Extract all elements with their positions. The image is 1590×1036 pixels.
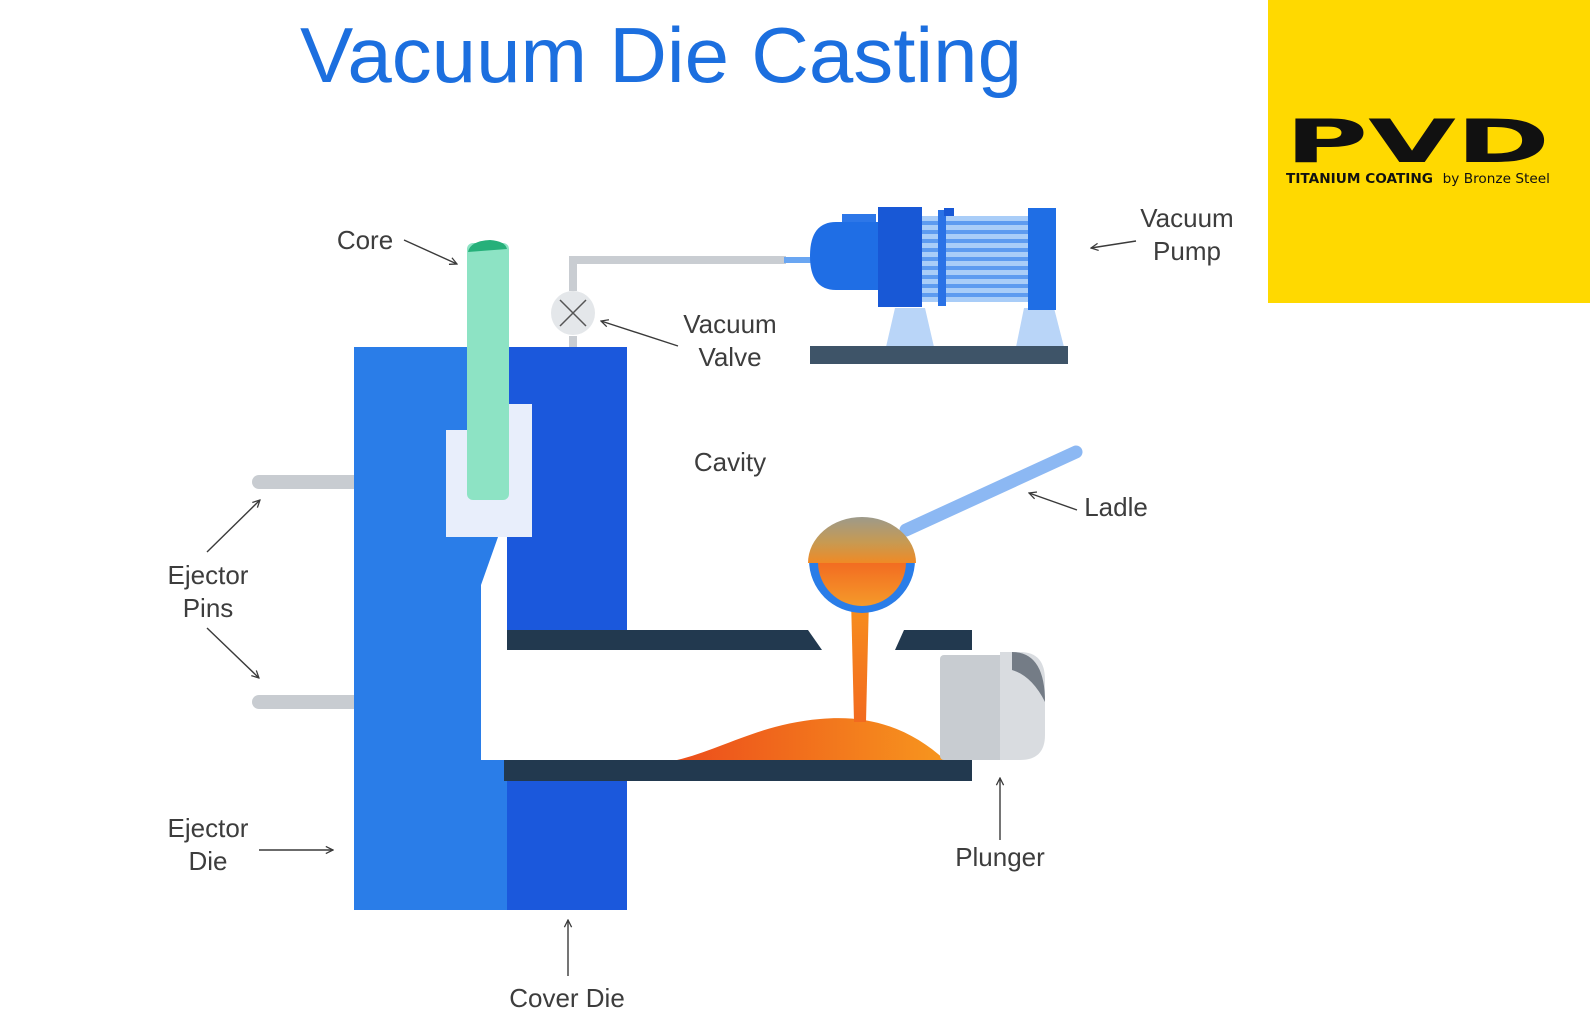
core-label: Core <box>337 225 393 255</box>
pump-foot-right <box>1016 308 1064 347</box>
vacuum-pipe-upper <box>569 256 786 291</box>
cover-die-label: Cover Die <box>509 983 625 1013</box>
core-arrow <box>403 239 457 264</box>
ladle-arrow <box>1029 493 1078 511</box>
vacuum-valve-label-line2: Valve <box>698 342 761 372</box>
ejector-pins-arrow-upper <box>206 500 260 553</box>
vacuum-pump-label-line1: Vacuum <box>1140 203 1233 233</box>
ejector-die-label-line1: Ejector <box>168 813 249 843</box>
pump-foot-left <box>886 308 934 347</box>
pump-motor <box>810 222 880 290</box>
ejector-pins-label-line1: Ejector <box>168 560 249 590</box>
logo-tagline: TITANIUM COATING by Bronze Steel <box>1286 172 1550 187</box>
vacuum-pump-label-line2: Pump <box>1153 236 1221 266</box>
logo-tagline-bold: TITANIUM COATING <box>1286 172 1433 187</box>
logo-tagline-rest: by Bronze Steel <box>1443 172 1550 187</box>
pump-base <box>810 346 1068 364</box>
vacuum-valve <box>551 291 595 335</box>
pump-top-bump <box>944 208 954 216</box>
vacuum-valve-cross-icon <box>559 299 587 327</box>
shot-sleeve-top-left <box>507 630 822 650</box>
plunger-label: Plunger <box>955 842 1045 872</box>
molten-metal-pool <box>677 718 945 760</box>
core <box>467 243 509 500</box>
pump-motor-top <box>842 214 876 223</box>
ladle-bowl-top <box>808 517 916 563</box>
pump-fin-bar <box>938 210 946 306</box>
page-title: Vacuum Die Casting <box>300 11 1022 99</box>
vacuum-pump <box>810 207 1068 364</box>
die-cavity <box>481 537 507 760</box>
plunger-head-shade <box>1012 652 1045 702</box>
plunger-body <box>940 655 1010 760</box>
ejector-pins-arrow-lower <box>206 627 259 678</box>
ejector-die-label-line2: Die <box>188 846 227 876</box>
pump-housing <box>878 207 922 307</box>
cavity-label: Cavity <box>694 447 766 477</box>
ladle-handle <box>899 445 1083 537</box>
core-cap <box>468 240 507 252</box>
vacuum-valve-arrow <box>601 321 679 347</box>
vacuum-pump-arrow <box>1091 240 1137 248</box>
ladle <box>808 445 1083 613</box>
logo-mark: PVD <box>1285 107 1550 177</box>
vacuum-valve-label-line1: Vacuum <box>683 309 776 339</box>
pump-fin-stripes <box>922 221 1028 297</box>
shot-sleeve-top-right <box>895 630 972 650</box>
pump-end-cap <box>1028 208 1056 310</box>
ejector-pins-label-line2: Pins <box>183 593 234 623</box>
pvd-logo: PVD TITANIUM COATING by Bronze Steel <box>1268 0 1590 303</box>
plunger <box>940 652 1045 760</box>
ladle-bowl-metal <box>818 562 906 606</box>
logo-background <box>1268 0 1590 303</box>
ladle-label: Ladle <box>1084 492 1148 522</box>
molten-metal-stream <box>851 598 869 722</box>
shot-sleeve-bottom <box>504 760 972 781</box>
